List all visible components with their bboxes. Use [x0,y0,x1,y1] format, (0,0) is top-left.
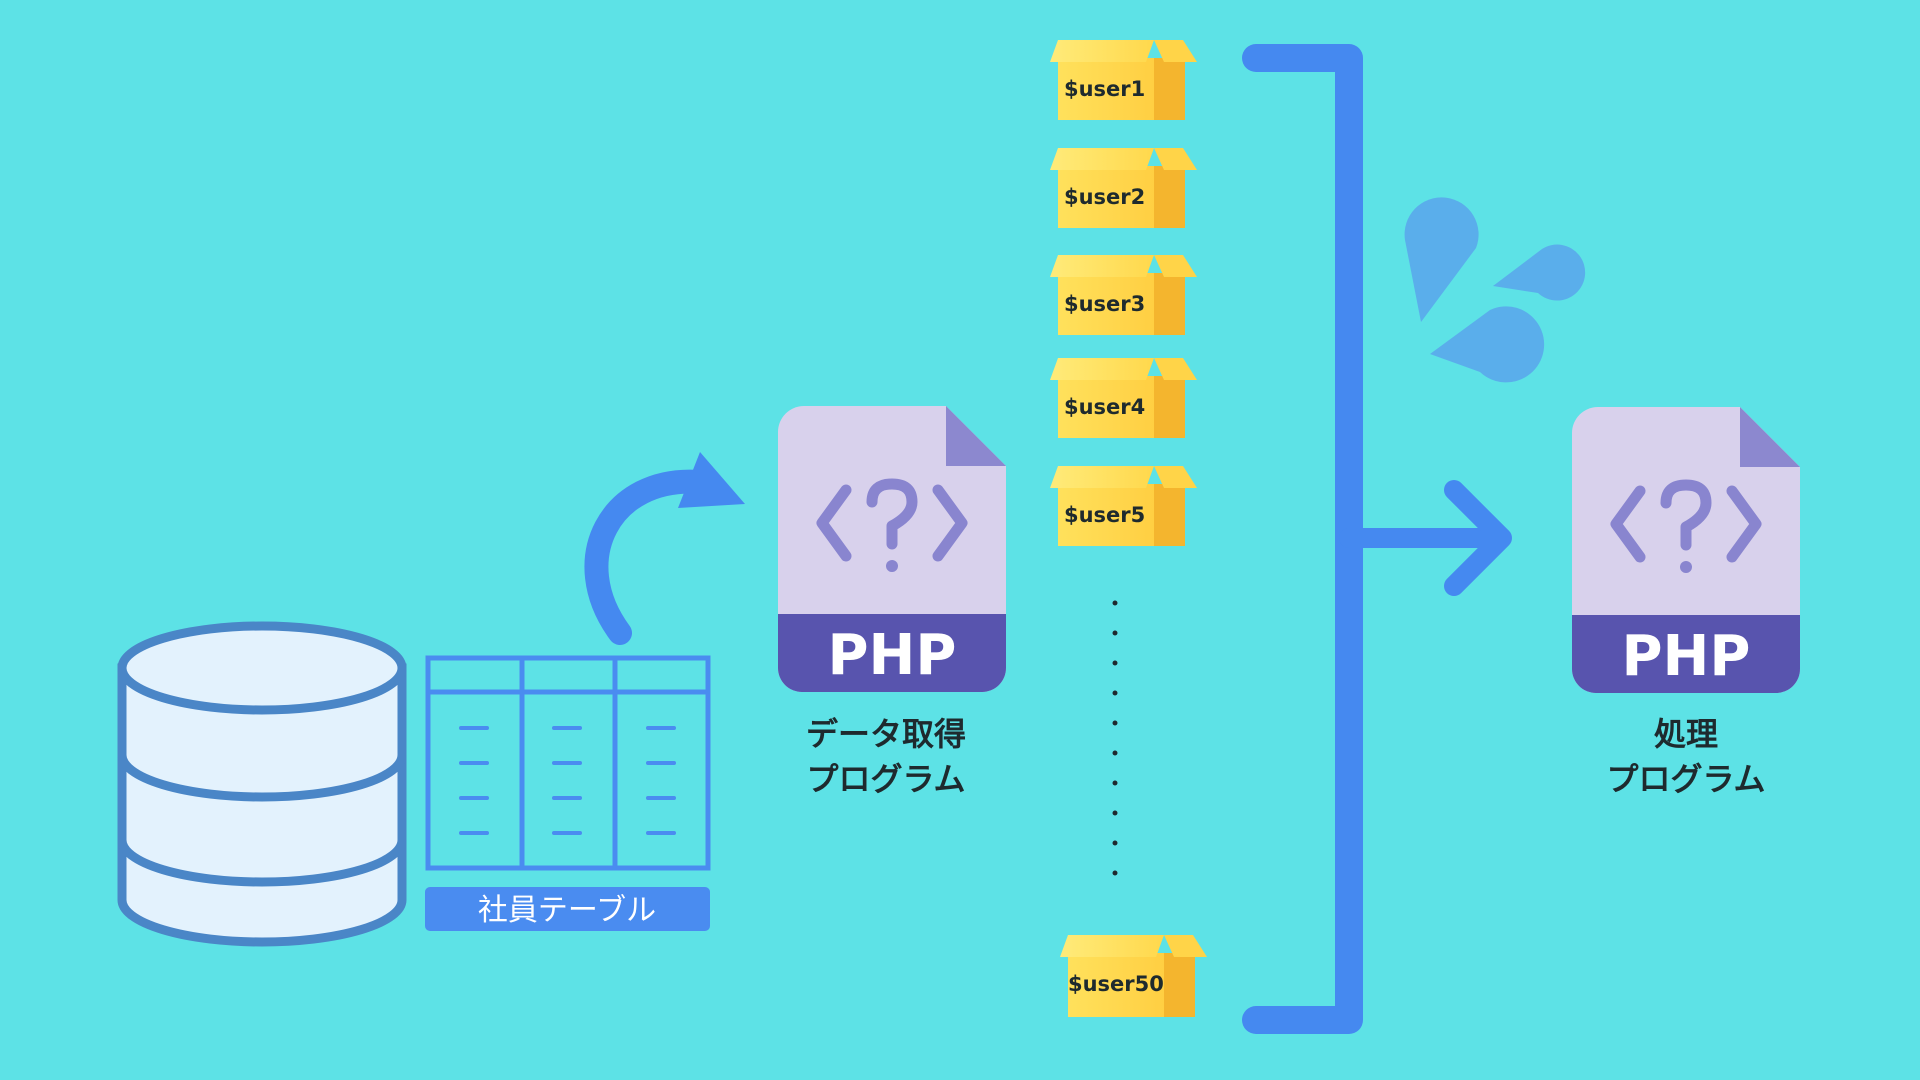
user-box-3: $user3 [1050,255,1197,335]
ellipsis-dot [1112,720,1118,726]
ellipsis-dot [1112,660,1118,666]
ellipsis-dot [1112,630,1118,636]
ellipsis-dot [1112,840,1118,846]
table-icon [425,655,711,871]
ellipsis-dot [1112,750,1118,756]
table-label: 社員テーブル [478,893,656,928]
user-box-1: $user1 [1050,40,1197,120]
curved-arrow-icon [584,452,745,645]
php-badge-text: PHP [1622,624,1751,689]
ellipsis-dots [1112,600,1118,876]
ellipsis-dot [1112,690,1118,696]
sweat-drops-icon [1404,197,1586,383]
user-box-4: $user4 [1050,358,1197,438]
user-box-label: $user2 [1064,185,1145,209]
user-box-50: $user50 [1060,935,1207,1017]
user-box-label: $user4 [1064,395,1145,419]
user-box-2: $user2 [1050,148,1197,228]
process-program-label-line1: 処理 [1654,715,1718,753]
ellipsis-dot [1112,870,1118,876]
fetch-program-label-line2: プログラム [806,760,965,798]
fetch-program-label-line1: データ取得 [806,715,966,753]
php-badge-text: PHP [828,623,957,688]
process-program-label-line2: プログラム [1606,760,1765,798]
user-box-label: $user5 [1064,503,1145,527]
ellipsis-dot [1112,810,1118,816]
ellipsis-dot [1112,600,1118,606]
user-box-label: $user1 [1064,77,1145,101]
database-icon [117,621,407,947]
user-box-label: $user3 [1064,292,1145,316]
user-box-label: $user50 [1068,972,1164,996]
ellipsis-dot [1112,780,1118,786]
php-file-icon: PHP [1572,407,1800,693]
bracket-arrow-icon [1242,44,1512,1034]
user-box-5: $user5 [1050,466,1197,546]
table-label-badge: 社員テーブル [425,887,710,931]
php-file-icon: PHP [778,406,1006,692]
